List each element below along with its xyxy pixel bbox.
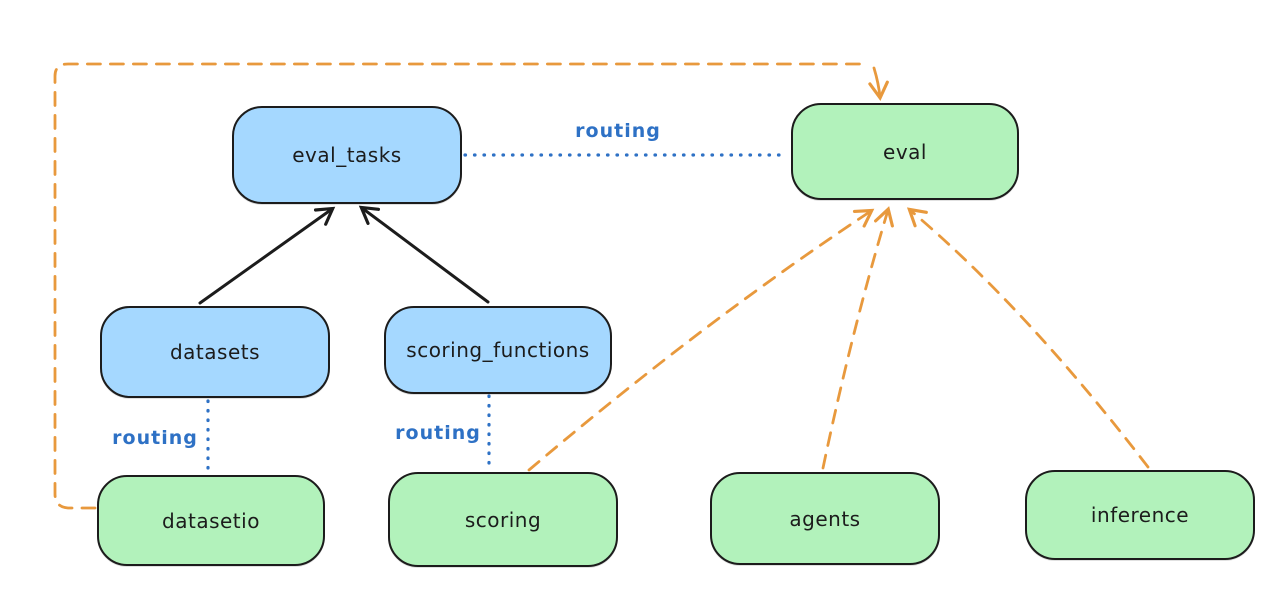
edge-scoring-functions-to-eval-tasks[interactable] [358, 205, 490, 304]
node-datasets-label: datasets [169, 340, 261, 364]
edge-label-routing-datasets-datasetio: routing [112, 427, 198, 449]
edge-scoring-to-eval[interactable] [527, 208, 875, 472]
node-eval-tasks[interactable]: eval_tasks [232, 106, 462, 204]
edge-label-routing-eval-tasks-eval: routing [575, 120, 661, 142]
node-scoring-functions[interactable]: scoring_functions [384, 306, 612, 394]
node-agents-label: agents [789, 506, 861, 531]
node-eval-label: eval [883, 139, 927, 164]
node-scoring-functions-label: scoring_functions [406, 338, 590, 362]
edge-label-routing-scoring-functions-scoring: routing [395, 422, 481, 444]
node-inference[interactable]: inference [1025, 470, 1255, 560]
edge-datasetio-to-eval-arrowhead[interactable] [868, 66, 889, 101]
node-scoring-label: scoring [464, 507, 542, 532]
node-datasets[interactable]: datasets [100, 306, 330, 398]
node-agents[interactable]: agents [710, 472, 940, 565]
node-datasetio-label: datasetio [162, 508, 260, 533]
edge-datasetio-to-eval[interactable] [53, 62, 864, 510]
edge-agents-to-eval[interactable] [821, 206, 894, 470]
node-eval-tasks-label: eval_tasks [292, 143, 402, 167]
node-scoring[interactable]: scoring [388, 472, 618, 567]
node-eval[interactable]: eval [791, 103, 1019, 200]
edge-datasets-to-eval-tasks[interactable] [198, 206, 336, 305]
node-inference-label: inference [1090, 503, 1190, 527]
node-datasetio[interactable]: datasetio [97, 475, 325, 566]
edge-inference-to-eval[interactable] [906, 207, 1150, 469]
